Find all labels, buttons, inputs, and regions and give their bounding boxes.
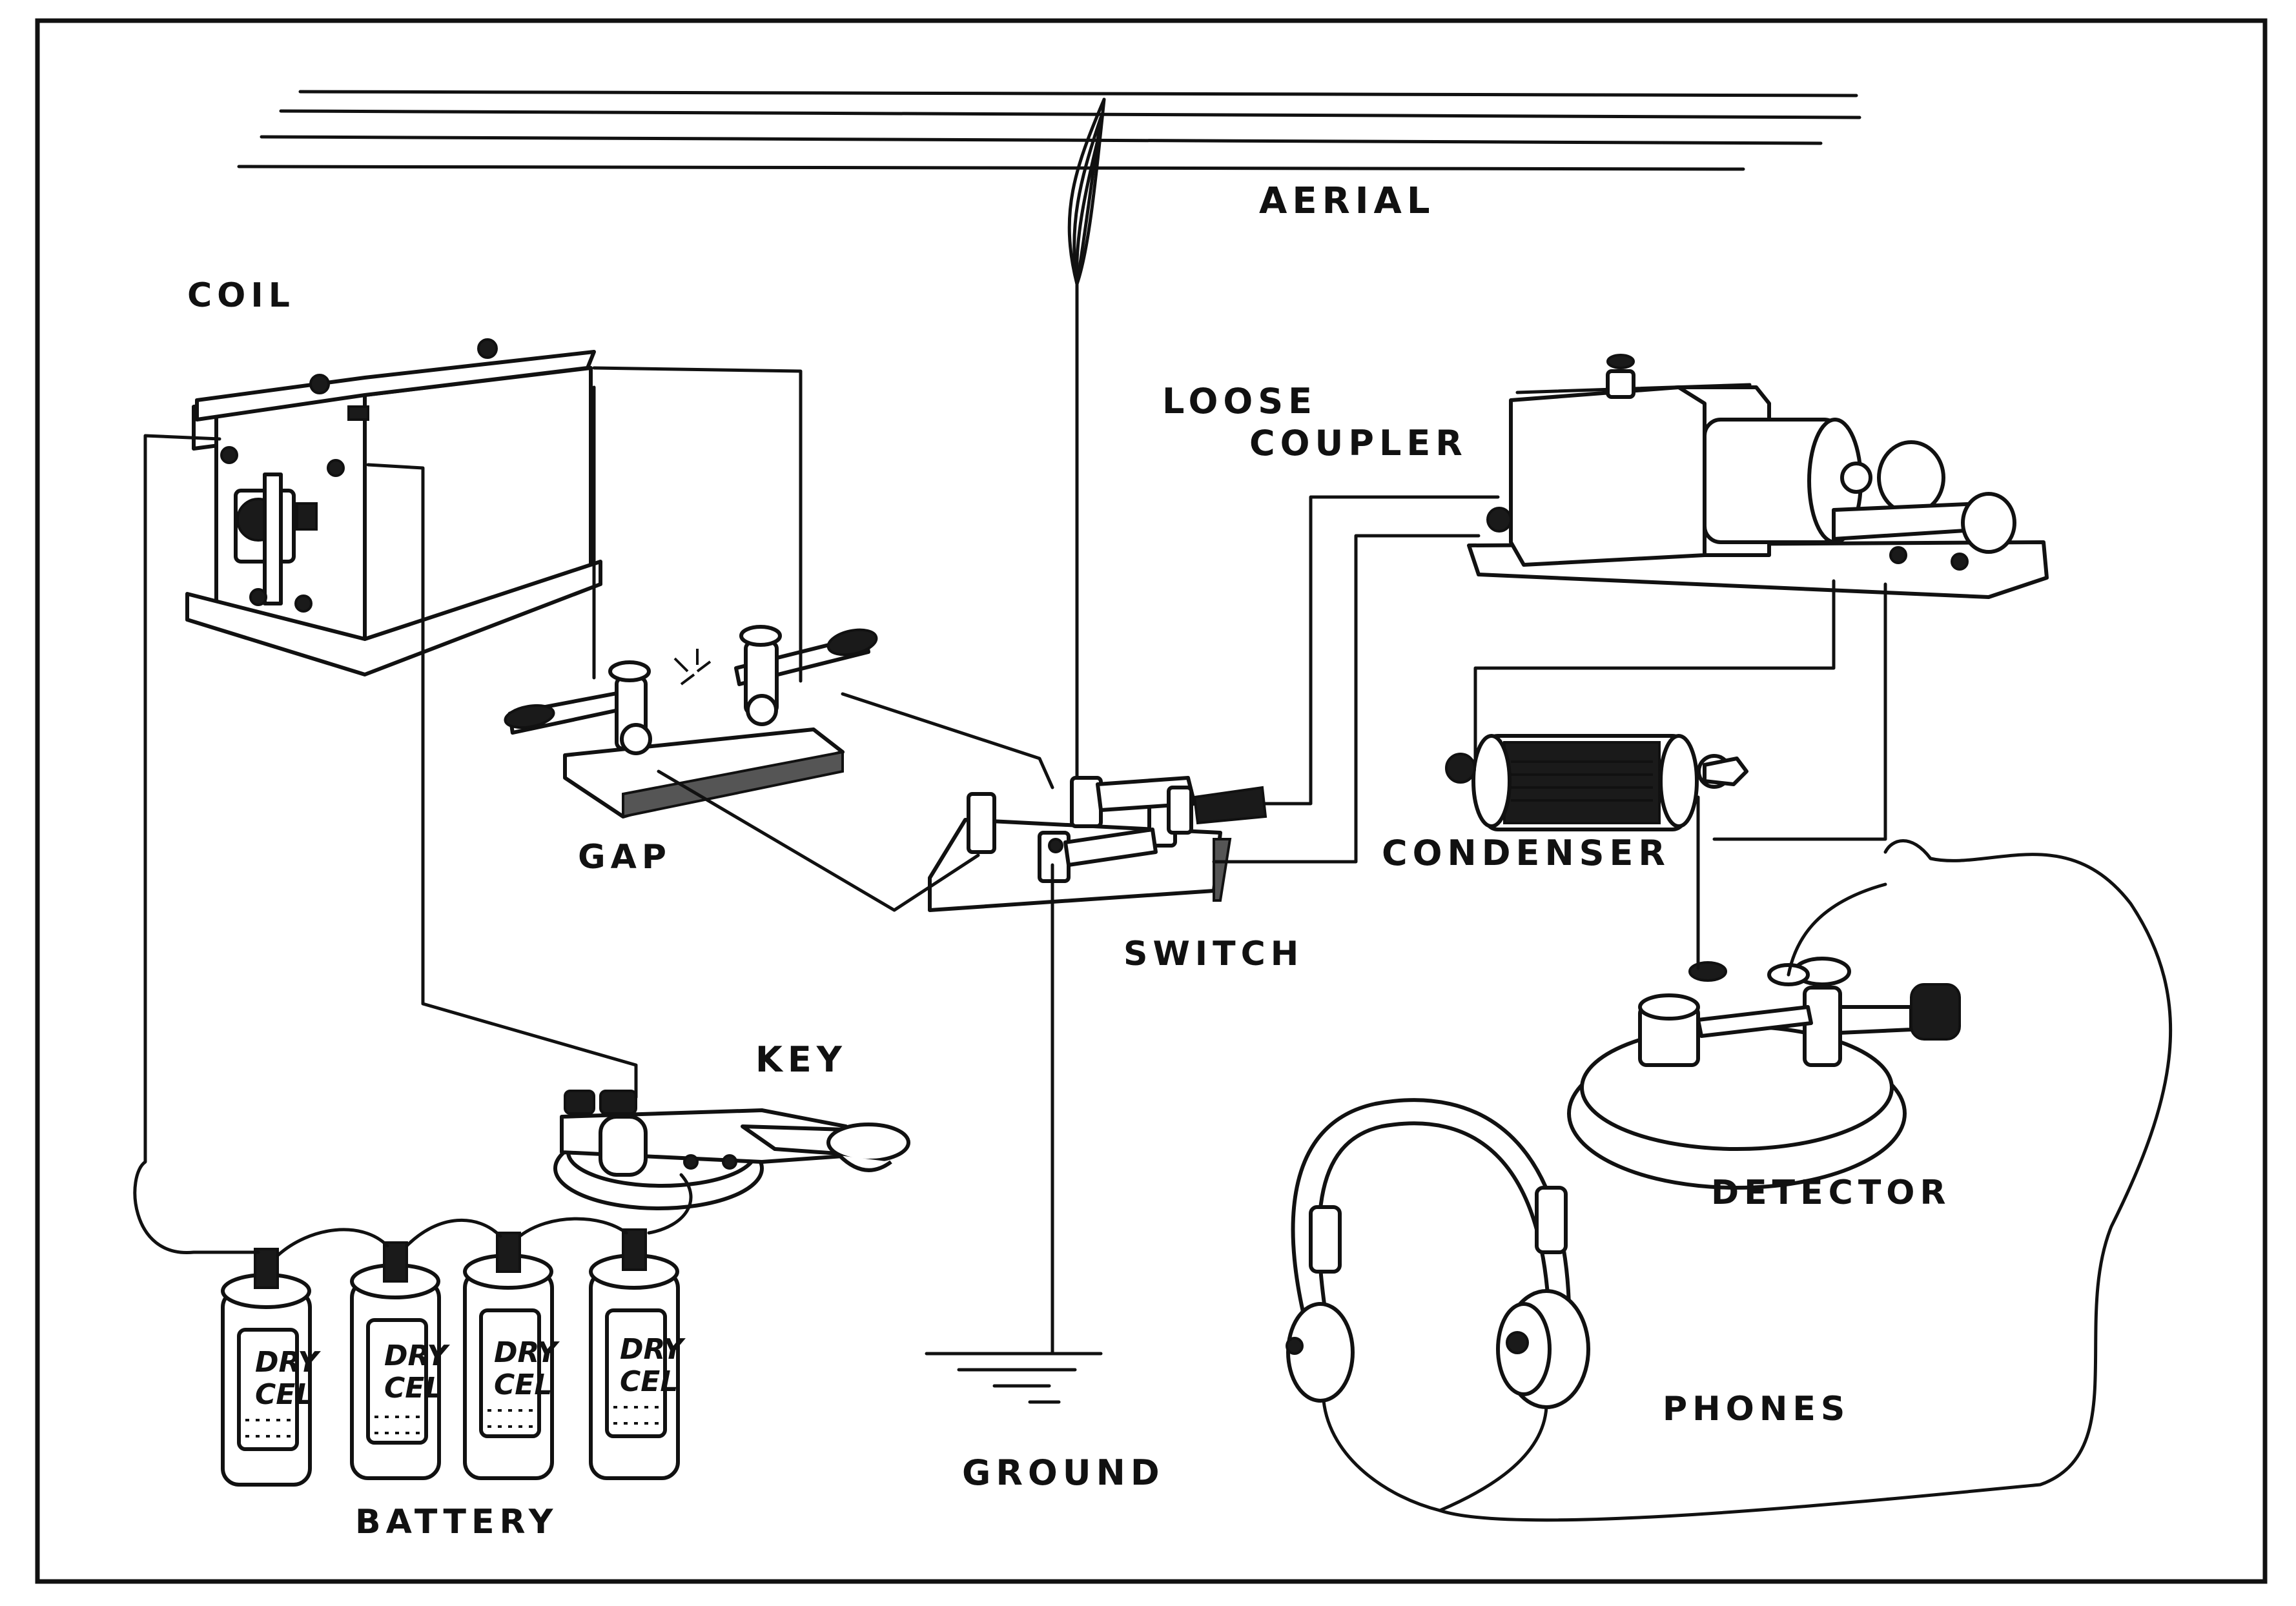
headphones: [1286, 1098, 1590, 1512]
coil-label: COIL: [187, 276, 295, 315]
condenser: [1445, 734, 1748, 831]
loose-coupler-label-line1: LOOSE: [1162, 381, 1317, 422]
key-label: KEY: [755, 1039, 847, 1080]
dry-cell: [350, 1241, 441, 1480]
detector-label: DETECTOR: [1711, 1174, 1951, 1212]
aerial: [237, 90, 1861, 789]
battery-label: BATTERY: [355, 1503, 558, 1541]
battery: DRY CEL DRY CEL DRY CEL DRY CEL: [221, 1228, 686, 1487]
telegraph-key: [553, 1090, 910, 1210]
aerial-switch: [928, 776, 1267, 912]
cell-label-line2: CEL: [620, 1365, 678, 1398]
cell-label-line2: CEL: [255, 1378, 313, 1411]
loose-coupler: [1467, 354, 2049, 599]
cell-label-line1: DRY: [384, 1339, 450, 1372]
crystal-detector: [1567, 957, 1961, 1190]
aerial-label: AERIAL: [1259, 180, 1435, 222]
diagram-frame: [35, 18, 2268, 1584]
cell-label-line2: CEL: [384, 1372, 442, 1405]
gap-label: GAP: [578, 838, 671, 877]
cell-label-line2: CEL: [494, 1368, 552, 1401]
ground-label: GROUND: [962, 1452, 1165, 1493]
cell-label-line1: DRY: [255, 1346, 321, 1379]
phones-label: PHONES: [1663, 1390, 1850, 1428]
wiring: [133, 366, 2173, 1522]
cell-label-line1: DRY: [494, 1336, 560, 1369]
ground-symbol: [925, 1352, 1103, 1404]
cell-label-line1: DRY: [620, 1333, 686, 1366]
spark-gap: [504, 625, 878, 818]
switch-label: SWITCH: [1123, 935, 1304, 973]
condenser-label: CONDENSER: [1382, 833, 1670, 873]
induction-coil: [185, 338, 602, 676]
loose-coupler-label-line2: COUPLER: [1249, 423, 1468, 463]
dry-cell: [589, 1228, 680, 1480]
